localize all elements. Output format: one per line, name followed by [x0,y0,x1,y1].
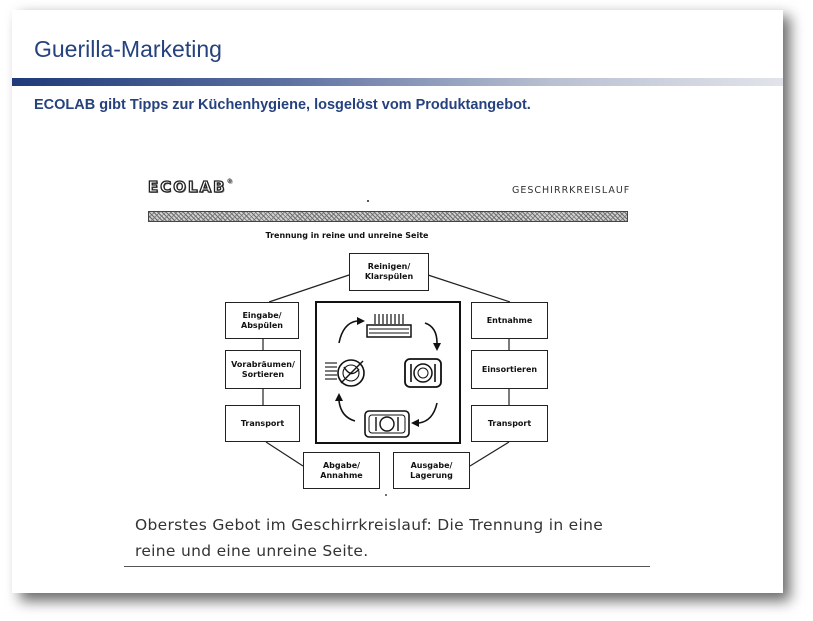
box-entnahme: Entnahme [471,302,548,339]
tray-icon [364,410,410,438]
slide-subtitle: ECOLAB gibt Tipps zur Küchenhygiene, los… [34,97,531,113]
box-einsortieren: Einsortieren [471,350,548,389]
title-gradient-bar [12,78,783,86]
box-transport-right: Transport [471,405,548,442]
box-eingabe-abspuelen: Eingabe/ Abspülen [225,302,299,339]
cycle-arrows [335,317,441,427]
caption-line-1: Oberstes Gebot im Geschirrkreislauf: Die… [135,516,604,534]
box-abgabe-annahme: Abgabe/ Annahme [303,452,380,489]
scan-speck-2 [385,494,387,496]
document-heading: GESCHIRRKREISLAUF [512,185,631,196]
document-caption: Oberstes Gebot im Geschirrkreislauf: Die… [135,512,603,564]
caption-underline [124,566,650,567]
box-transport-left: Transport [225,405,300,442]
dirty-plate-icon [325,359,365,387]
box-reinigen-klarspuelen: Reinigen/ Klarspülen [349,253,429,291]
slide-title: Guerilla-Marketing [34,36,222,62]
connector-top-right [427,274,511,303]
connector-top-left [268,274,350,303]
scan-speck [367,200,369,202]
dithered-header-bar [148,211,628,222]
logo-text: ECOLAB [147,177,227,196]
logo-registered-mark: ® [226,178,235,185]
connector-bottom-right [469,441,510,467]
box-ausgabe-lagerung: Ausgabe/ Lagerung [393,452,470,489]
diagram-title: Trennung in reine und unreine Seite [265,231,429,240]
dish-cycle-panel [315,301,461,444]
clean-plate-icon [404,358,442,388]
box-vorabraeumen-sortieren: Vorabräumen/ Sortieren [225,350,301,389]
connector-bottom-left [265,441,304,467]
dishwasher-icon [366,314,412,338]
caption-line-2: reine und eine unreine Seite. [135,542,369,560]
ecolab-logo: ECOLAB® [147,177,235,196]
slide: Guerilla-Marketing ECOLAB gibt Tipps zur… [12,10,783,593]
